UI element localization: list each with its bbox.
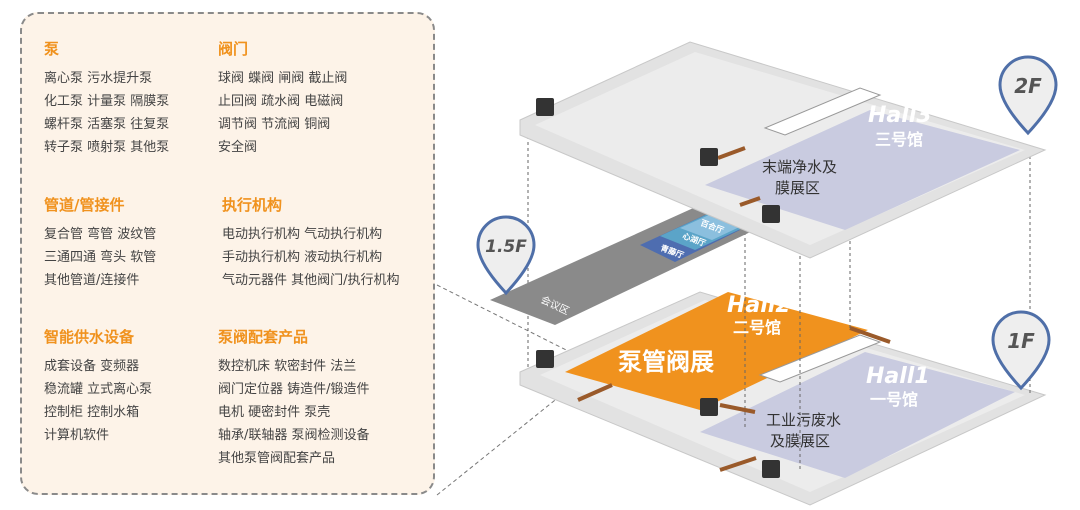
escalator-icon bbox=[762, 205, 780, 223]
escalator-icon bbox=[536, 350, 554, 368]
category-title: 管道/管接件 bbox=[44, 196, 125, 214]
hall1-en: Hall1 bbox=[866, 364, 930, 389]
hall1-area bbox=[700, 352, 1015, 478]
escalator-icon bbox=[536, 98, 554, 116]
escalator-icon bbox=[700, 398, 718, 416]
category-item: 安全阀 bbox=[218, 140, 258, 155]
callout-line bbox=[436, 284, 591, 363]
svg-text:2F: 2F bbox=[1014, 74, 1042, 98]
floor-1-5f: 会议区 百合厅 心湖厅 青藤厅 bbox=[490, 205, 765, 325]
svg-text:1F: 1F bbox=[1007, 329, 1035, 353]
escalator-icons bbox=[536, 98, 780, 478]
category-item: 球阀 蝶阀 闸阀 截止阀 bbox=[218, 71, 348, 86]
hall1-zone: 及膜展区 bbox=[770, 432, 830, 450]
category-item: 调节阀 节流阀 铜阀 bbox=[218, 117, 331, 132]
exhibit-categories-panel: 泵 离心泵 污水提升泵 化工泵 计量泵 隔膜泵 螺杆泵 活塞泵 往复泵 转子泵 … bbox=[20, 12, 435, 495]
category-item: 手动执行机构 液动执行机构 bbox=[222, 250, 383, 265]
category-valve: 阀门 球阀 蝶阀 闸阀 截止阀 止回阀 疏水阀 电磁阀 调节阀 节流阀 铜阀 安… bbox=[218, 38, 347, 159]
category-title: 阀门 bbox=[218, 40, 249, 58]
hall3-zone: 末端净水及 bbox=[762, 158, 837, 176]
category-pipe: 管道/管接件 复合管 弯管 波纹管 三通四通 弯头 软管 其他管道/连接件 bbox=[44, 194, 156, 292]
hall3-en: Hall3 bbox=[868, 103, 932, 128]
category-item: 电机 硬密封件 泵壳 bbox=[218, 405, 331, 420]
category-item: 其他管道/连接件 bbox=[44, 273, 140, 288]
category-title: 泵 bbox=[44, 40, 60, 58]
hall1-cn: 一号馆 bbox=[870, 390, 918, 409]
category-pump: 泵 离心泵 污水提升泵 化工泵 计量泵 隔膜泵 螺杆泵 活塞泵 往复泵 转子泵 … bbox=[44, 38, 169, 159]
category-title: 智能供水设备 bbox=[44, 328, 135, 346]
category-item: 气动元器件 其他阀门/执行机构 bbox=[222, 273, 400, 288]
hall1-zone: 工业污废水 bbox=[766, 411, 841, 429]
floor-2f bbox=[519, 41, 1047, 259]
floor-1f bbox=[519, 291, 1047, 506]
hall3-zone: 膜展区 bbox=[775, 179, 820, 197]
category-item: 螺杆泵 活塞泵 往复泵 bbox=[44, 117, 170, 132]
category-item: 化工泵 计量泵 隔膜泵 bbox=[44, 94, 170, 109]
hall3-cn: 三号馆 bbox=[875, 130, 923, 149]
category-item: 数控机床 软密封件 法兰 bbox=[218, 359, 357, 374]
category-actuator: 执行机构 电动执行机构 气动执行机构 手动执行机构 液动执行机构 气动元器件 其… bbox=[222, 194, 400, 292]
category-item: 复合管 弯管 波纹管 bbox=[44, 227, 157, 242]
category-item: 转子泵 喷射泵 其他泵 bbox=[44, 140, 170, 155]
category-item: 控制柜 控制水箱 bbox=[44, 405, 140, 420]
category-item: 计算机软件 bbox=[44, 428, 110, 443]
hall2-cn: 二号馆 bbox=[733, 318, 781, 337]
category-water-supply: 智能供水设备 成套设备 变频器 稳流罐 立式离心泵 控制柜 控制水箱 计算机软件 bbox=[44, 326, 152, 447]
category-item: 阀门定位器 铸造件/锻造件 bbox=[218, 382, 370, 397]
category-item: 离心泵 污水提升泵 bbox=[44, 71, 153, 86]
category-item: 成套设备 变频器 bbox=[44, 359, 140, 374]
category-item: 三通四通 弯头 软管 bbox=[44, 250, 157, 265]
escalator-icon bbox=[762, 460, 780, 478]
floor-pin-1f: 1F bbox=[991, 310, 1051, 391]
floor-pin-2f: 2F bbox=[998, 55, 1058, 136]
category-title: 泵阀配套产品 bbox=[218, 328, 309, 346]
category-item: 轴承/联轴器 泵阀检测设备 bbox=[218, 428, 370, 443]
hall2-zone: 泵管阀展 bbox=[618, 348, 714, 376]
category-accessories: 泵阀配套产品 数控机床 软密封件 法兰 阀门定位器 铸造件/锻造件 电机 硬密封… bbox=[218, 326, 370, 470]
escalator-icon bbox=[700, 148, 718, 166]
category-title: 执行机构 bbox=[222, 196, 283, 214]
category-item: 稳流罐 立式离心泵 bbox=[44, 382, 153, 397]
category-item: 其他泵管阀配套产品 bbox=[218, 451, 336, 466]
floor-pin-1-5f: 1.5F bbox=[476, 215, 536, 296]
hall2-area bbox=[565, 292, 868, 410]
hall3-area bbox=[705, 110, 1020, 230]
svg-text:1.5F: 1.5F bbox=[485, 237, 527, 257]
hall2-en: Hall2 bbox=[727, 293, 791, 318]
category-item: 电动执行机构 气动执行机构 bbox=[222, 227, 383, 242]
category-item: 止回阀 疏水阀 电磁阀 bbox=[218, 94, 344, 109]
